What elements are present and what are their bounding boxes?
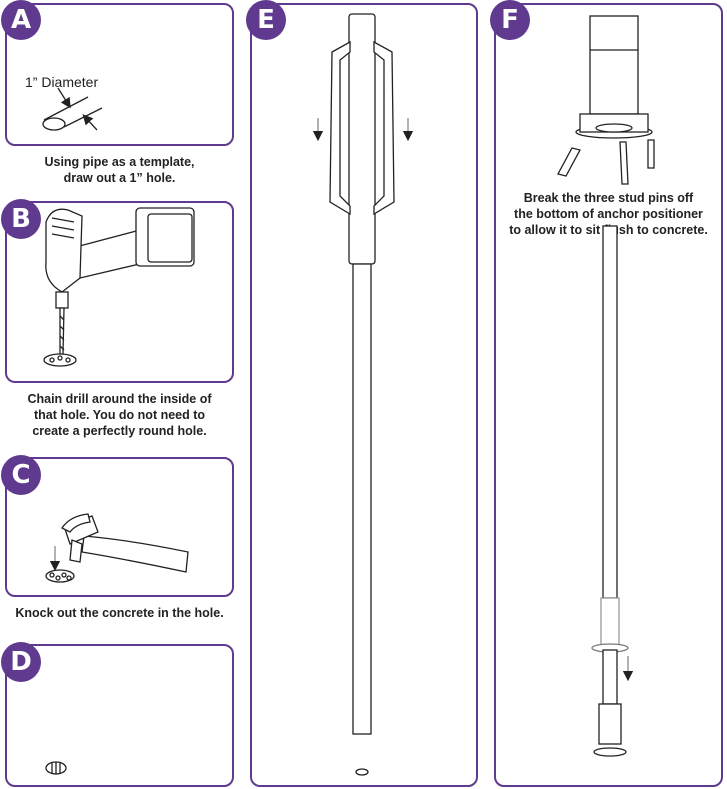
- drill-icon: [44, 208, 194, 366]
- pipe-with-positioner-icon: [592, 226, 628, 756]
- pipe-icon: [318, 14, 408, 775]
- hammer-icon: [46, 514, 188, 582]
- hole-icon: [46, 762, 66, 774]
- pipe-template-icon: [43, 88, 102, 130]
- anchor-positioner-icon: [558, 16, 654, 184]
